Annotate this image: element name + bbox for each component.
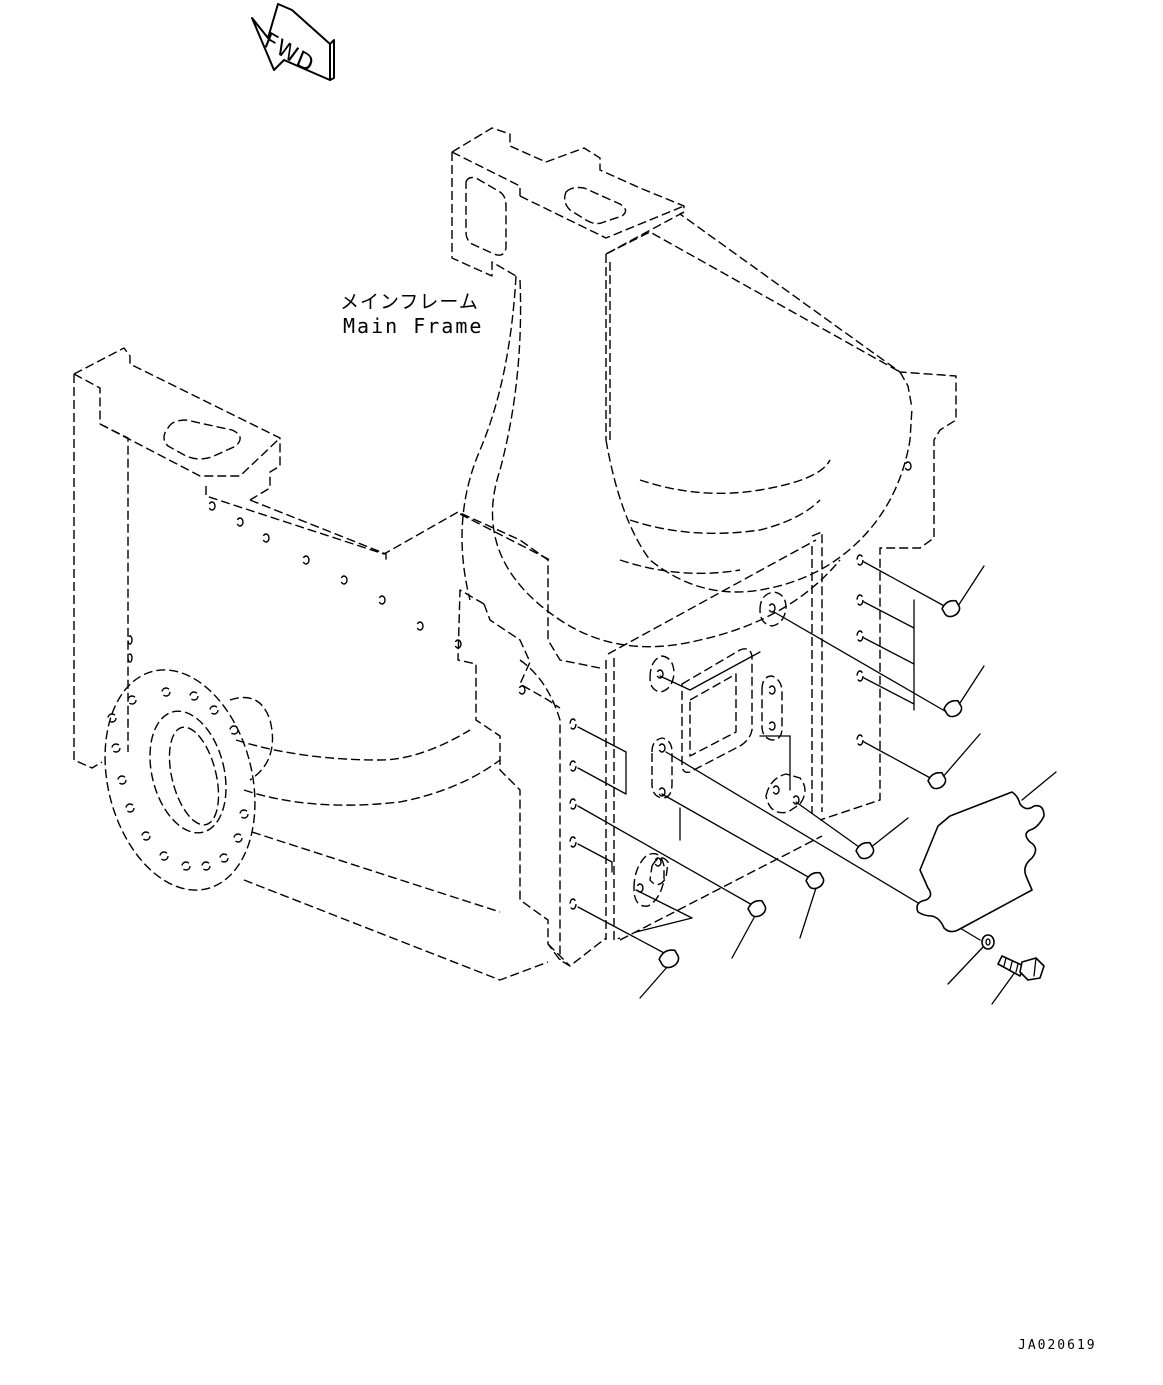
plug-icon bbox=[805, 871, 825, 890]
drawing-number: JA020619 bbox=[1018, 1338, 1097, 1353]
fwd-arrow-icon bbox=[251, 3, 335, 81]
assembly-lines bbox=[577, 561, 1057, 1005]
plug-icon bbox=[747, 899, 767, 918]
plug-icon bbox=[943, 699, 963, 718]
component-label-japanese: メインフレーム bbox=[340, 291, 479, 313]
plug-icon bbox=[941, 599, 961, 618]
cover-plate bbox=[916, 791, 1045, 933]
bolt-icon bbox=[997, 955, 1045, 981]
plug-icon bbox=[855, 841, 875, 860]
component-label-english: Main Frame bbox=[343, 314, 484, 338]
plug-parts bbox=[658, 599, 963, 969]
washer-icon bbox=[981, 934, 995, 950]
plug-icon bbox=[927, 771, 947, 790]
plug-icon bbox=[658, 949, 680, 969]
frame-bolt-holes bbox=[107, 461, 912, 910]
main-frame-outline bbox=[73, 127, 957, 981]
